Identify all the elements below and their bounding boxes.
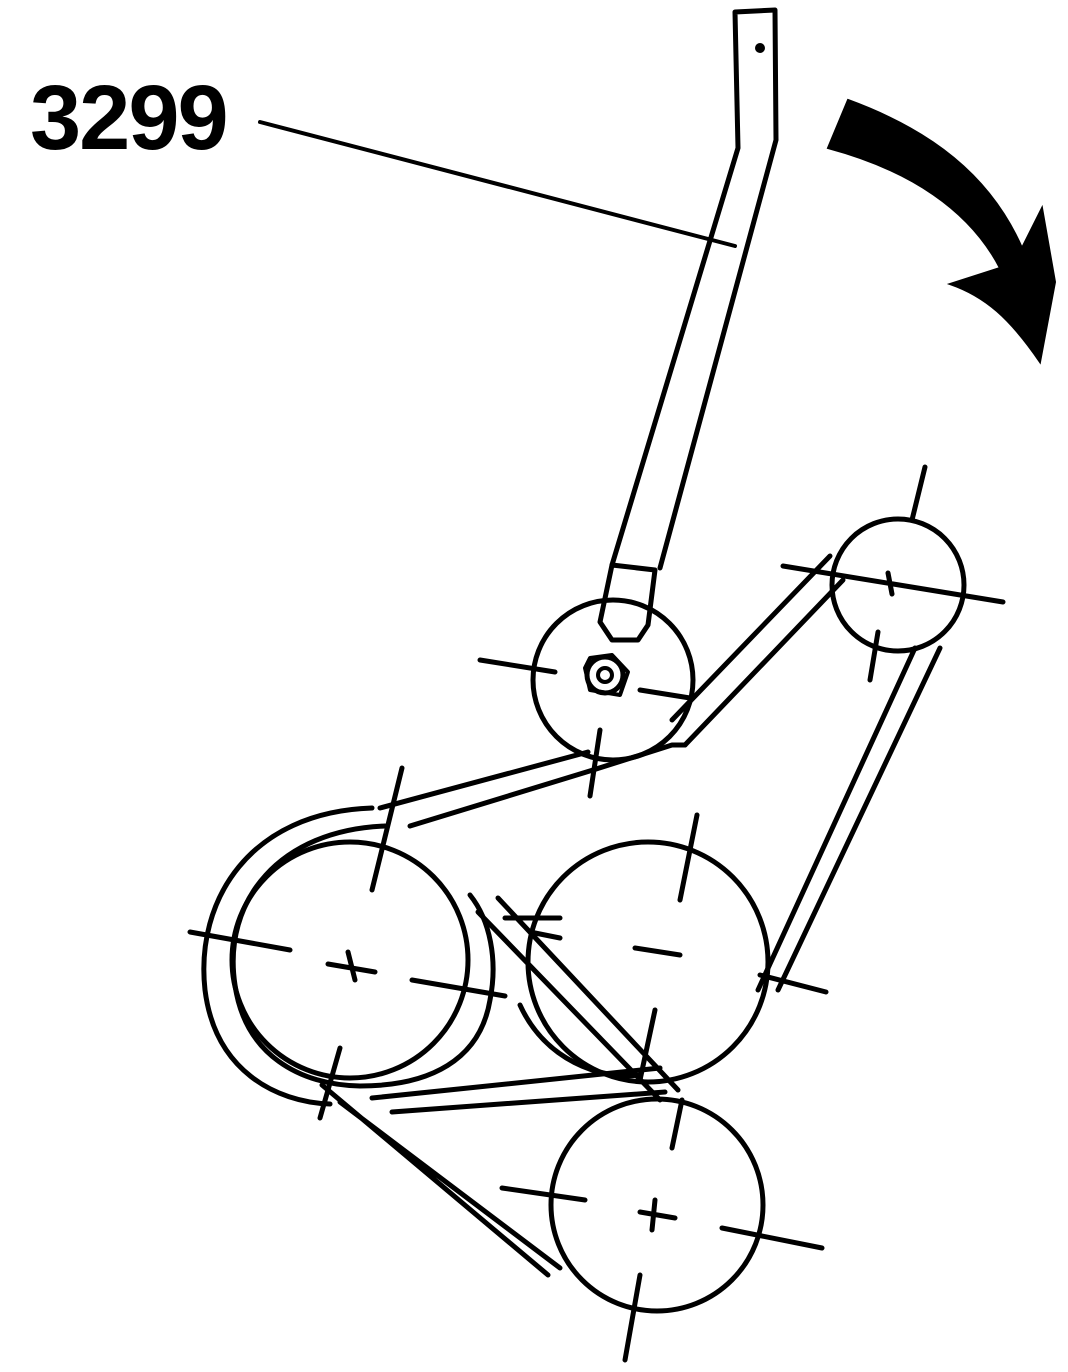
bottom-pulley xyxy=(499,1096,825,1363)
large-left-pulley xyxy=(187,765,508,1121)
callout-leader-line xyxy=(258,120,737,248)
drive-belt xyxy=(319,553,943,1278)
rotation-arrow-icon xyxy=(826,98,1057,365)
tool-number-label: 3299 xyxy=(30,67,229,169)
tensioner-pulley xyxy=(477,597,696,799)
tool-lever xyxy=(597,7,779,643)
middle-pulley xyxy=(525,812,829,1085)
top-right-pulley xyxy=(780,464,1006,683)
